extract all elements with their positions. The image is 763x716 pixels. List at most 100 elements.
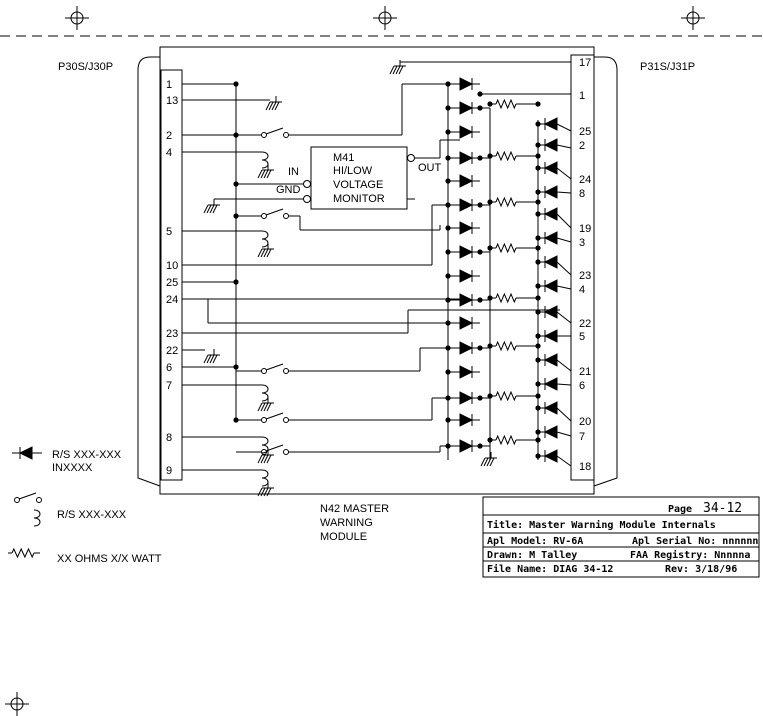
diode-symbol <box>459 101 474 115</box>
resistor-symbol <box>495 242 517 254</box>
junction-dot <box>233 132 239 138</box>
diode-symbol <box>459 221 474 235</box>
left-pin-label: 23 <box>166 328 178 340</box>
wire <box>556 144 572 149</box>
left-pin-label: 24 <box>166 294 178 306</box>
wire <box>556 311 572 324</box>
left-connector-outline <box>137 56 161 487</box>
resistor-symbol <box>495 434 517 446</box>
junction-dot <box>535 211 541 217</box>
diode-symbol <box>459 198 474 212</box>
junction-dot <box>535 309 541 315</box>
monitor-in-terminal <box>303 180 311 188</box>
wire <box>556 261 572 276</box>
right-pin-label: 21 <box>579 366 591 378</box>
monitor-gnd-label: GND <box>276 184 301 196</box>
module-caption-line-1: N42 MASTER <box>320 503 389 515</box>
junction-dot <box>535 142 541 148</box>
left-pin-label: 5 <box>166 226 172 238</box>
right-pin-label: 6 <box>579 380 585 392</box>
junction-dot <box>487 153 493 159</box>
voltage-monitor-box <box>310 146 408 210</box>
left-pin-label: 13 <box>166 95 178 107</box>
left-pin-label: 4 <box>166 147 172 159</box>
wire <box>556 383 572 386</box>
diode-symbol <box>459 365 474 379</box>
ground-symbol <box>203 349 220 364</box>
diode-symbol <box>543 329 558 343</box>
right-connector-body <box>570 54 595 481</box>
left-pin-label: 22 <box>166 345 178 357</box>
registration-mark-top-center <box>373 6 397 30</box>
junction-dot <box>535 357 541 363</box>
junction-dot <box>535 189 541 195</box>
diode-symbol <box>459 391 474 405</box>
file-name: File Name: DIAG 34-12 <box>487 563 613 575</box>
junction-dot <box>535 121 541 127</box>
left-connector-label: P30S/J30P <box>58 61 113 73</box>
diode-symbol <box>459 174 474 188</box>
junction-dot <box>535 199 541 205</box>
ground-symbol <box>203 199 220 214</box>
junction-dot <box>487 393 493 399</box>
ground-symbol <box>257 482 274 497</box>
left-pin-label: 7 <box>166 380 172 392</box>
right-pin-label: 18 <box>579 461 591 473</box>
junction-dot <box>535 381 541 387</box>
ground-symbol <box>257 243 274 258</box>
wire <box>556 407 572 422</box>
diode-symbol <box>543 185 558 199</box>
junction-dot <box>487 437 493 443</box>
junction-dot <box>477 91 483 97</box>
diode-symbol <box>459 269 474 283</box>
registration-mark-top-left <box>65 6 89 30</box>
switch-symbol <box>261 208 289 219</box>
legend-resistor-label: XX OHMS X/X WATT <box>57 553 162 565</box>
ground-symbol <box>257 449 274 464</box>
junction-dot <box>233 81 239 87</box>
relay-coil-symbol <box>261 384 269 402</box>
junction-dot <box>535 453 541 459</box>
drawing-title: Title: Master Warning Module Internals <box>487 519 716 531</box>
page-label: Page <box>668 504 692 515</box>
junction-dot <box>487 245 493 251</box>
right-pin-label: 17 <box>579 57 591 69</box>
wire <box>556 285 572 290</box>
page-number: 34-12 <box>703 501 742 516</box>
switch-symbol <box>261 363 289 374</box>
monitor-line-1: M41 <box>333 152 354 164</box>
junction-dot <box>233 181 239 187</box>
right-pin-label: 1 <box>579 90 585 102</box>
junction-dot <box>535 437 541 443</box>
switch-symbol <box>14 492 42 503</box>
junction-dot <box>535 333 541 339</box>
ground-symbol <box>257 164 274 179</box>
right-pin-label: 20 <box>579 416 591 428</box>
junction-dot <box>487 101 493 107</box>
wire <box>556 123 572 132</box>
monitor-out-terminal <box>407 154 415 162</box>
diode-symbol <box>459 245 474 259</box>
junction-dot <box>233 364 239 370</box>
diode-symbol <box>459 125 474 139</box>
ground-symbol <box>480 452 497 467</box>
monitor-in-label: IN <box>288 166 299 178</box>
right-connector-outline <box>593 56 618 487</box>
resistor-symbol <box>495 292 517 304</box>
right-pin-label: 7 <box>579 431 585 443</box>
junction-dot <box>487 343 493 349</box>
diode-symbol <box>459 293 474 307</box>
right-pin-label: 24 <box>579 174 591 186</box>
diode-symbol <box>18 446 33 460</box>
diode-symbol <box>543 161 558 175</box>
right-pin-label: 4 <box>579 284 585 296</box>
module-enclosure <box>159 46 595 495</box>
switch-symbol <box>261 444 289 455</box>
diode-symbol <box>459 341 474 355</box>
junction-dot <box>535 101 541 107</box>
monitor-line-3: VOLTAGE <box>333 179 383 191</box>
drawn-by: Drawn: M Talley <box>487 550 577 561</box>
left-pin-label: 2 <box>166 130 172 142</box>
junction-dot <box>487 295 493 301</box>
